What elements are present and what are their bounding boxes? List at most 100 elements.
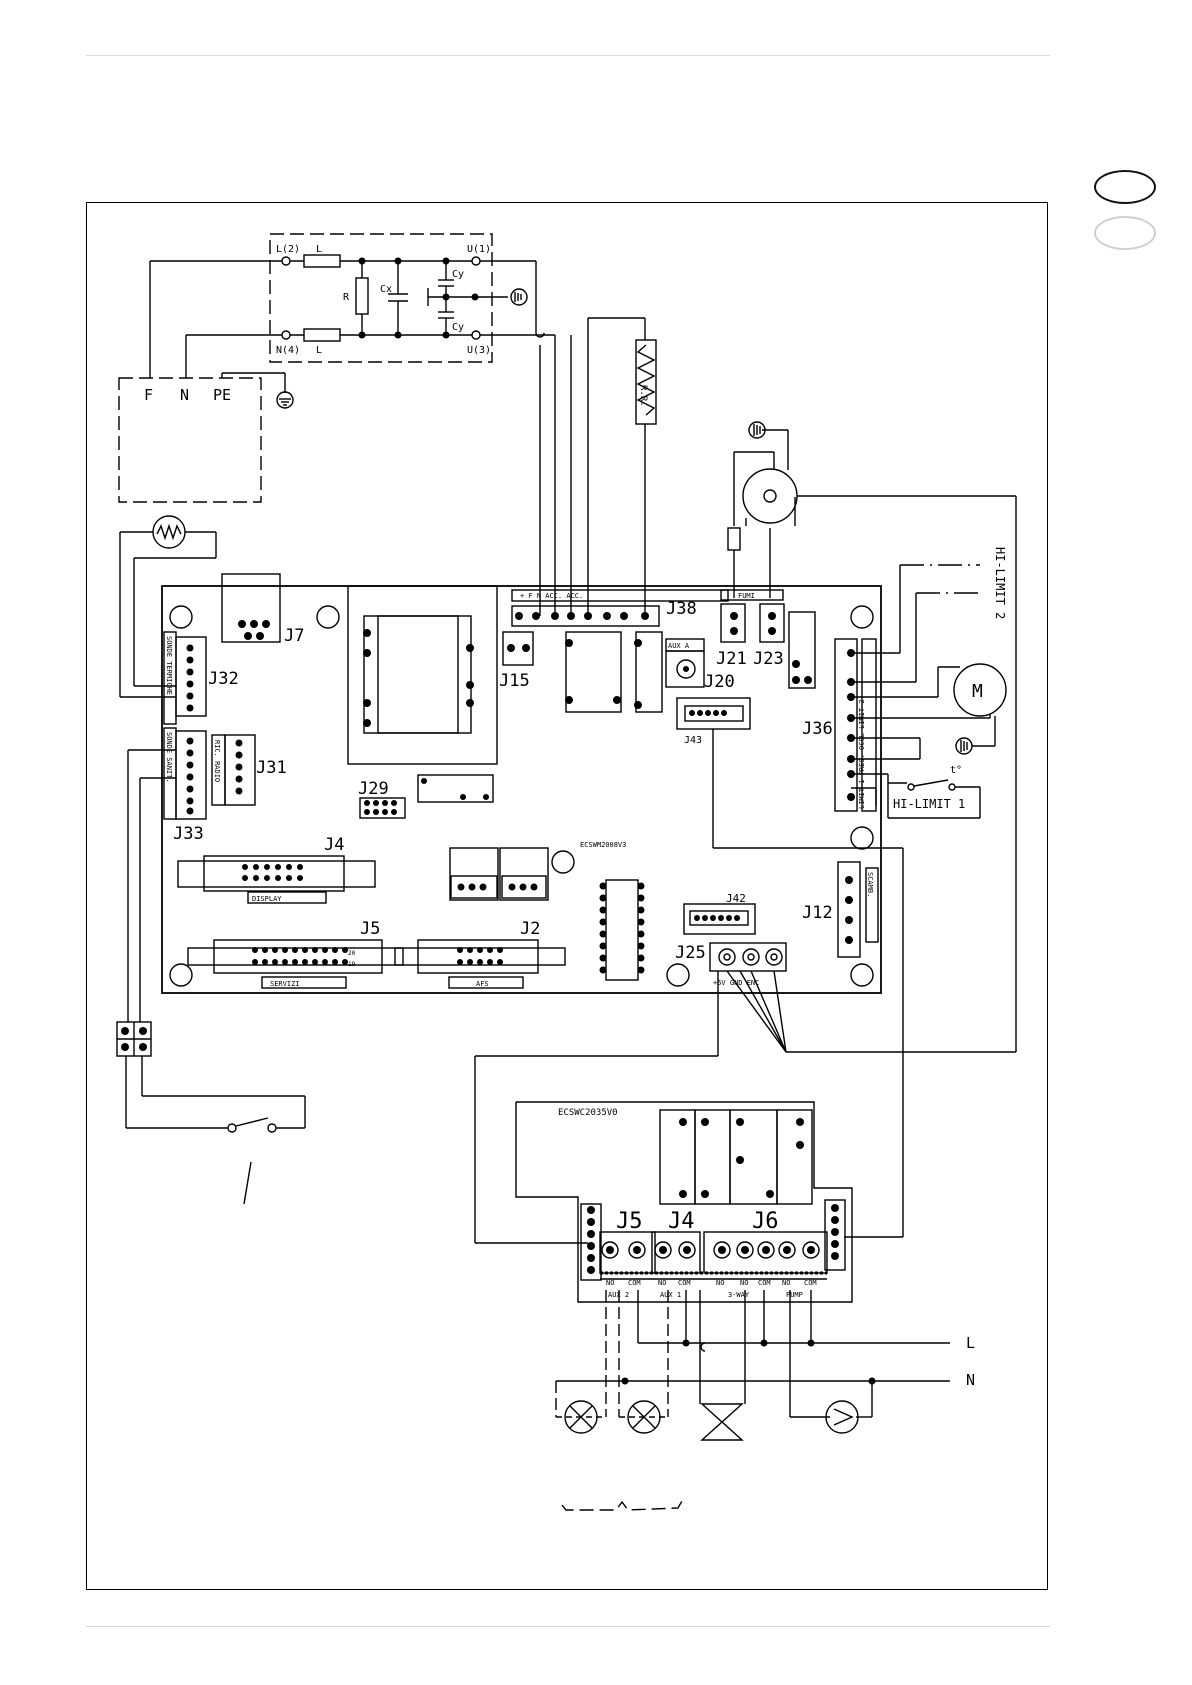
label-j12: J12: [802, 903, 833, 923]
ic-chip: [605, 879, 639, 981]
strip-labels: + F N ACC. ACC. FUMI AUX A DISPLAY SERVI…: [165, 592, 874, 988]
fuse-l2: [303, 328, 341, 342]
label-j15: J15: [499, 671, 530, 691]
left-wiring: [116, 749, 306, 1205]
sonde-termiche-label: SONDE TERMICHE: [165, 636, 173, 695]
pin-no-aux2: NO: [606, 1279, 614, 1287]
diagram-frame: [86, 202, 1048, 1590]
filter-label-l2: L(2): [276, 244, 300, 255]
afs-connector: [417, 939, 539, 974]
relay-main: [565, 631, 622, 713]
label-j2: J2: [520, 919, 540, 939]
label-j32: J32: [208, 669, 239, 689]
label-j33: J33: [173, 824, 204, 844]
label-j21: J21: [716, 649, 747, 669]
fuse-l1: [303, 254, 341, 268]
label-j38: J38: [666, 599, 697, 619]
label-j7: J7: [284, 626, 304, 646]
board-id: ECSWM2008V3: [580, 841, 626, 849]
j36-wiring: [851, 564, 1007, 819]
label-j43: J43: [684, 735, 702, 746]
line-label-l: L: [966, 1334, 975, 1352]
servizi-label: SERVIZI: [270, 980, 300, 988]
label-j36: J36: [802, 719, 833, 739]
j29-connector: [359, 797, 406, 819]
j33-connector: [175, 730, 207, 820]
group-aux-2: AUX 2: [608, 1291, 629, 1299]
ric-radio-label: RIC. RADIO: [213, 740, 221, 782]
label-j23: J23: [753, 649, 784, 669]
transformer-area: [347, 585, 498, 765]
label-j20: J20: [704, 672, 735, 692]
filter-label-n4: N(4): [276, 345, 300, 356]
pin-19-label: 19: [348, 961, 356, 968]
pin-no-pump: NO: [782, 1279, 790, 1287]
language-tab-inactive[interactable]: [1094, 216, 1156, 250]
servizi-connector: [213, 939, 383, 974]
connector-labels: J38 J7 J32 J33 J31 J29 J4 J5 J2 J15 J20 …: [173, 599, 833, 1234]
j32-connector: [175, 636, 207, 717]
pin-no-3way-a: NO: [716, 1279, 724, 1287]
scamb-label: SCAMB.: [866, 872, 874, 897]
filter-label-cx: Cx: [380, 284, 392, 295]
language-tab-active[interactable]: [1094, 170, 1156, 204]
j36-strip-label: LIMIT 1 PRES. OCCL LIMIT 2: [858, 699, 866, 809]
label-j31: J31: [256, 758, 287, 778]
filter-label-l-bottom: L: [316, 345, 322, 356]
j36-connector: [834, 638, 858, 812]
pump-symbol: [825, 1400, 859, 1434]
j38-strip-label: + F N ACC. ACC.: [520, 592, 583, 600]
fan-resistor-label: R.R.: [638, 385, 648, 407]
j25-pins-label: +5V GND ENC: [713, 979, 759, 987]
filter-label-cy-bottom: Cy: [452, 322, 464, 333]
display-label: DISPLAY: [252, 895, 282, 903]
thermostat-symbol-label: t°: [950, 765, 962, 776]
footer-rule: [86, 1626, 1050, 1627]
label-x-j5: J5: [616, 1209, 643, 1234]
j31-connector: [224, 734, 256, 806]
expansion-board-id: ECSWC2035V0: [558, 1108, 618, 1118]
main-board: [161, 573, 882, 994]
j12-connector: [837, 861, 861, 958]
accessory-resistor: [635, 339, 657, 425]
filter-label-r: R: [343, 292, 350, 303]
label-x-j6: J6: [752, 1209, 779, 1234]
j23-connector: [759, 603, 785, 643]
aux-a-connector: [665, 650, 705, 688]
afs-label: AFS: [476, 980, 489, 988]
label-x-j4: J4: [668, 1209, 695, 1234]
expansion-board: [515, 1101, 853, 1303]
label-j25: J25: [675, 943, 706, 963]
j21-connector: [720, 603, 746, 643]
j7-connector: [221, 573, 281, 643]
pin-com-aux1: COM: [678, 1279, 691, 1287]
group-3-way: 3-WAY: [728, 1291, 750, 1299]
j15-connector: [502, 631, 534, 666]
mains-label-n: N: [180, 386, 189, 404]
label-j4: J4: [324, 835, 344, 855]
group-aux-1: AUX 1: [660, 1291, 681, 1299]
expansion-pin-labels: NO COM NO COM NO NO COM NO COM AUX 2 AUX…: [606, 1279, 817, 1299]
filter-label-cy-top: Cy: [452, 269, 464, 280]
fumi-label: FUMI: [738, 592, 755, 600]
filter-label-u3: U(3): [467, 345, 491, 356]
pin-dots: [121, 612, 876, 1385]
filter-label-l-top: L: [316, 244, 322, 255]
line-label-n: N: [966, 1371, 975, 1389]
mains-block: [118, 260, 294, 503]
hi-limit-1-label: HI-LIMIT 1: [893, 797, 965, 811]
motor-symbol: [953, 663, 1007, 717]
pin-20-label: 20: [348, 950, 356, 957]
j42-connector: [683, 903, 756, 935]
display-connector: [203, 855, 345, 892]
load-wiring: [555, 1290, 950, 1511]
labels: L(2) N(4) U(1) U(3) L L R Cx Cy Cy F N P…: [144, 244, 1007, 1389]
x-j4-terminal: [651, 1231, 701, 1274]
label-j42: J42: [726, 892, 746, 905]
header-rule: [86, 55, 1050, 56]
pin-no-aux1: NO: [658, 1279, 666, 1287]
emi-filter: [269, 233, 528, 363]
pin-no-3way-b: NO: [740, 1279, 748, 1287]
